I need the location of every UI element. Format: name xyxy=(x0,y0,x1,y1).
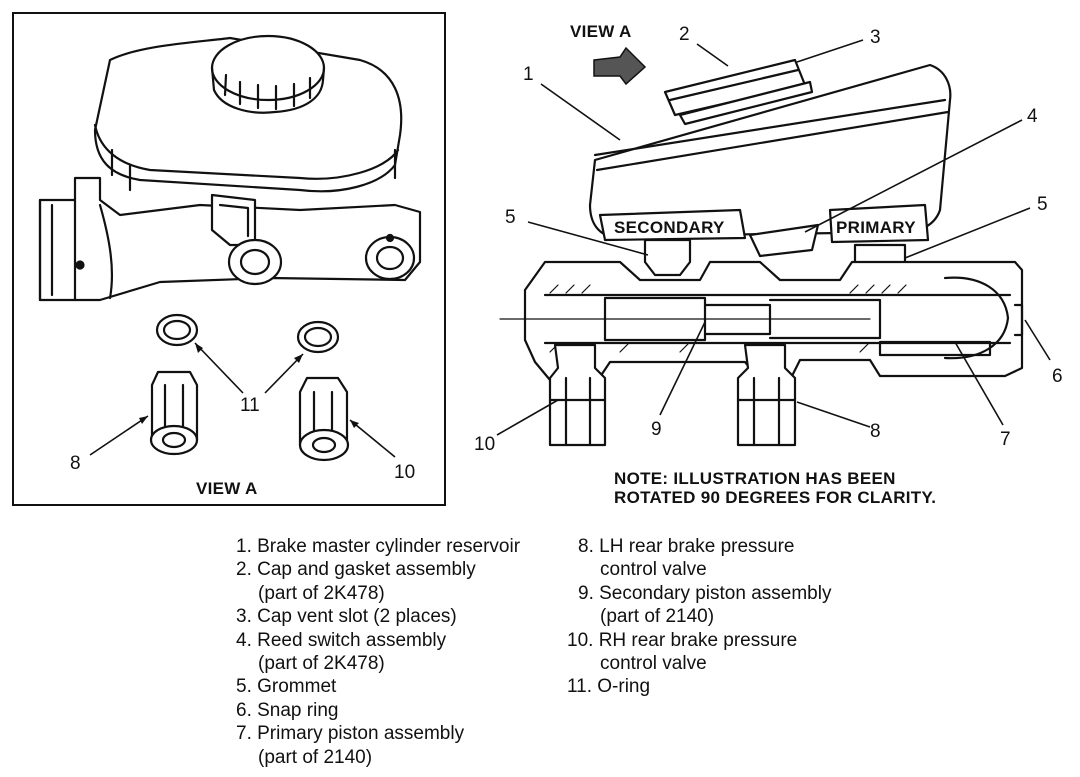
legend-item-8: 8. LH rear brake pressure xyxy=(578,536,795,557)
view-a-arrow-label: VIEW A xyxy=(570,22,632,41)
legend-item-8-detail: control valve xyxy=(600,559,707,581)
legend-item-3: 3. Cap vent slot (2 places) xyxy=(236,606,457,628)
legend-item-10: 10. RH rear brake pressure xyxy=(567,629,798,651)
rotation-note-line-2: ROTATED 90 DEGREES FOR CLARITY. xyxy=(614,488,936,507)
callout-2-cap: 2 xyxy=(679,24,690,45)
parts-legend-right: 8. LH rear brake pressure control valve … xyxy=(567,535,878,699)
legend-item-9-detail: (part of 2140) xyxy=(600,606,715,628)
left-arrowheads xyxy=(139,343,359,428)
callout-8-lh-valve: 8 xyxy=(870,421,881,442)
callout-9-secondary-piston: 9 xyxy=(651,419,662,440)
callout-4-reed-switch: 4 xyxy=(1027,106,1038,127)
legend-item-4: 4. Reed switch assembly xyxy=(236,629,447,651)
legend-item-7: 7. Primary piston assembly xyxy=(236,723,465,745)
legend-item-4-detail: (part of 2K478) xyxy=(258,652,385,674)
legend-item-2: 2. Cap and gasket assembly xyxy=(236,559,476,581)
right-leader-lines xyxy=(496,39,1051,436)
legend-item-11: 11. O-ring xyxy=(567,676,651,698)
callout-11-oring-left: 11 xyxy=(240,395,260,416)
view-a-direction-arrow xyxy=(593,46,647,86)
callout-3-vent-slot: 3 xyxy=(870,27,881,48)
view-a-panel-border xyxy=(12,12,446,506)
callout-8-left: 8 xyxy=(70,453,81,474)
legend-item-1: 1. Brake master cylinder reservoir xyxy=(236,536,521,557)
callout-5-grommet-right: 5 xyxy=(1037,194,1048,215)
legend-item-10-detail: control valve xyxy=(600,652,707,674)
rotation-note-line-1: NOTE: ILLUSTRATION HAS BEEN xyxy=(614,469,896,488)
callout-7-primary-piston: 7 xyxy=(1000,429,1011,450)
callout-10-rh-valve: 10 xyxy=(474,434,495,455)
reservoir-marking-secondary: SECONDARY xyxy=(614,218,725,237)
view-a-caption: VIEW A xyxy=(196,479,258,498)
reservoir-marking-primary: PRIMARY xyxy=(836,218,916,237)
callout-6-snap-ring: 6 xyxy=(1052,366,1063,387)
master-cylinder-perspective-illustration xyxy=(38,34,422,462)
callout-10-left: 10 xyxy=(394,462,415,483)
legend-item-5: 5. Grommet xyxy=(236,676,337,698)
legend-item-9: 9. Secondary piston assembly xyxy=(578,582,832,604)
callout-1-reservoir: 1 xyxy=(523,64,534,85)
master-cylinder-cross-section xyxy=(499,58,1024,447)
parts-legend-left: 1. Brake master cylinder reservoir 2. Ca… xyxy=(236,535,566,769)
legend-item-7-detail: (part of 2140) xyxy=(258,746,373,768)
callout-5-grommet-left: 5 xyxy=(505,207,516,228)
legend-item-6: 6. Snap ring xyxy=(236,699,339,721)
legend-item-2-detail: (part of 2K478) xyxy=(258,582,385,604)
